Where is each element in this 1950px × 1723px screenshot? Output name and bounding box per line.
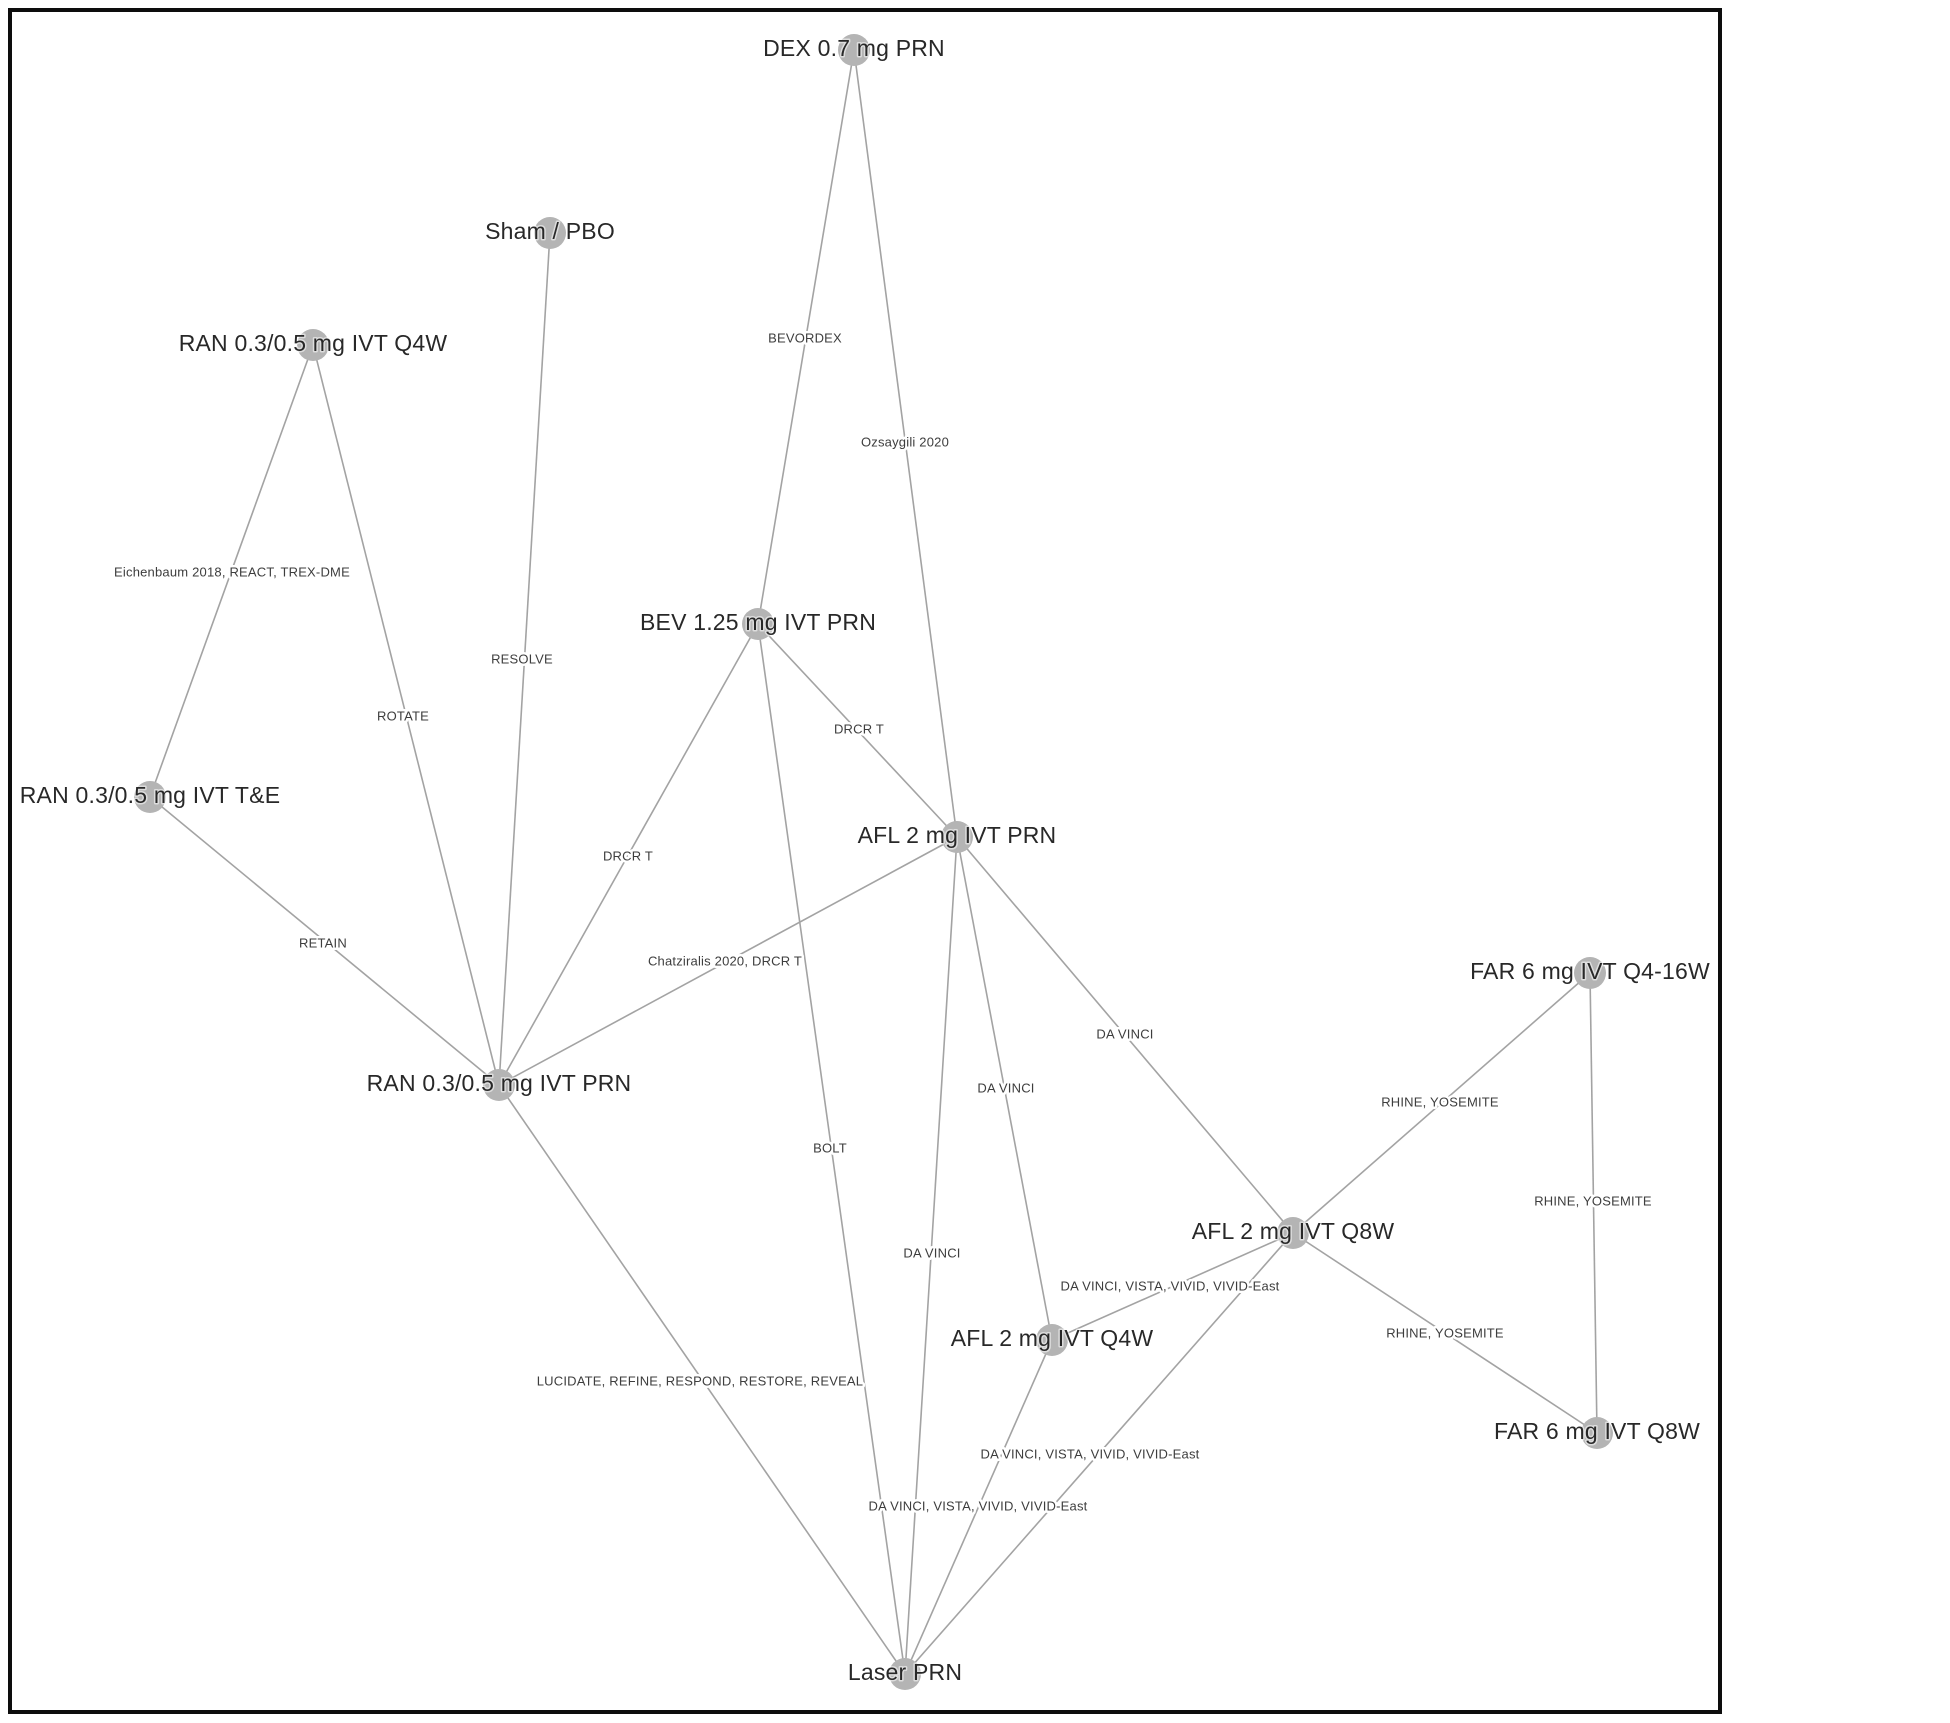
edge-dex-bev bbox=[757, 49, 855, 625]
edge-label-afl_prn-ran_prn: Chatziralis 2020, DRCR T bbox=[648, 953, 802, 968]
node-label-laser: Laser PRN bbox=[848, 1659, 962, 1685]
edge-afl_q8w-laser bbox=[904, 1232, 1294, 1675]
edge-label-bev-ran_prn: DRCR T bbox=[603, 848, 653, 863]
edge-label-dex-bev: BEVORDEX bbox=[768, 330, 842, 345]
edge-sham-ran_prn bbox=[498, 232, 551, 1086]
edge-afl_prn-ran_prn bbox=[498, 836, 958, 1086]
node-afl_prn bbox=[941, 821, 973, 853]
edge-label-afl_prn-afl_q8w: DA VINCI bbox=[1096, 1026, 1153, 1041]
edge-afl_q4w-afl_q8w bbox=[1051, 1232, 1294, 1341]
node-laser bbox=[889, 1658, 921, 1690]
edge-label-far_q416-afl_q8w: RHINE, YOSEMITE bbox=[1381, 1094, 1499, 1109]
edge-label-afl_prn-afl_q4w: DA VINCI bbox=[977, 1080, 1034, 1095]
node-label-far_q8w: FAR 6 mg IVT Q8W bbox=[1494, 1418, 1700, 1444]
node-afl_q8w bbox=[1277, 1217, 1309, 1249]
edge-label-afl_q4w-laser: DA VINCI, VISTA, VIVID, VIVID-East bbox=[869, 1498, 1088, 1513]
node-ran_q4w bbox=[297, 329, 329, 361]
edge-bev-ran_prn bbox=[498, 623, 759, 1086]
edge-dex-afl_prn bbox=[853, 49, 958, 838]
node-label-ran_te: RAN 0.3/0.5 mg IVT T&E bbox=[20, 782, 281, 808]
edge-label-bev-afl_prn: DRCR T bbox=[834, 721, 884, 736]
node-dex bbox=[838, 34, 870, 66]
edge-label-afl_q4w-afl_q8w: DA VINCI, VISTA, VIVID, VIVID-East bbox=[1061, 1278, 1280, 1293]
node-ran_te bbox=[134, 781, 166, 813]
edge-label-ran_prn-laser: LUCIDATE, REFINE, RESPOND, RESTORE, REVE… bbox=[537, 1373, 864, 1388]
edge-ran_q4w-ran_te bbox=[149, 344, 314, 798]
edge-label-ran_te-ran_prn: RETAIN bbox=[299, 935, 347, 950]
edge-label-afl_q8w-laser: DA VINCI, VISTA, VIVID, VIVID-East bbox=[981, 1446, 1200, 1461]
edge-label-afl_prn-laser: DA VINCI bbox=[903, 1245, 960, 1260]
edge-ran_te-ran_prn bbox=[149, 796, 500, 1086]
node-label-ran_prn: RAN 0.3/0.5 mg IVT PRN bbox=[367, 1070, 632, 1096]
node-sham bbox=[534, 217, 566, 249]
edge-label-dex-afl_prn: Ozsaygili 2020 bbox=[861, 434, 949, 449]
edge-bev-laser bbox=[757, 623, 906, 1675]
node-label-ran_q4w: RAN 0.3/0.5 mg IVT Q4W bbox=[179, 330, 448, 356]
node-label-afl_prn: AFL 2 mg IVT PRN bbox=[858, 822, 1057, 848]
edge-label-far_q416-far_q8w: RHINE, YOSEMITE bbox=[1534, 1193, 1652, 1208]
node-label-dex: DEX 0.7 mg PRN bbox=[763, 35, 945, 61]
node-label-afl_q4w: AFL 2 mg IVT Q4W bbox=[951, 1325, 1154, 1351]
edge-afl_prn-afl_q4w bbox=[956, 836, 1053, 1341]
edge-label-ran_q4w-ran_prn: ROTATE bbox=[377, 708, 429, 723]
node-afl_q4w bbox=[1036, 1324, 1068, 1356]
node-far_q8w bbox=[1581, 1417, 1613, 1449]
node-bev bbox=[742, 608, 774, 640]
edge-bev-afl_prn bbox=[757, 623, 958, 838]
edge-label-bev-laser: BOLT bbox=[813, 1140, 847, 1155]
edge-label-afl_q8w-far_q8w: RHINE, YOSEMITE bbox=[1386, 1325, 1504, 1340]
edge-far_q416-afl_q8w bbox=[1292, 972, 1591, 1234]
edge-ran_q4w-ran_prn bbox=[312, 344, 500, 1086]
edge-label-sham-ran_prn: RESOLVE bbox=[491, 651, 553, 666]
node-ran_prn bbox=[483, 1069, 515, 1101]
edge-label-ran_q4w-ran_te: Eichenbaum 2018, REACT, TREX-DME bbox=[114, 564, 350, 579]
edge-afl_q8w-far_q8w bbox=[1292, 1232, 1598, 1434]
figure-border bbox=[8, 8, 1722, 1714]
edge-far_q416-far_q8w bbox=[1589, 972, 1598, 1434]
edge-ran_prn-laser bbox=[498, 1084, 906, 1675]
node-far_q416 bbox=[1574, 957, 1606, 989]
edge-afl_prn-afl_q8w bbox=[956, 836, 1294, 1234]
edge-afl_prn-laser bbox=[904, 836, 958, 1675]
edge-afl_q4w-laser bbox=[904, 1339, 1053, 1675]
node-label-bev: BEV 1.25 mg IVT PRN bbox=[640, 609, 876, 635]
node-label-afl_q8w: AFL 2 mg IVT Q8W bbox=[1192, 1218, 1395, 1244]
node-label-far_q416: FAR 6 mg IVT Q4-16W bbox=[1470, 958, 1710, 984]
node-label-sham: Sham / PBO bbox=[485, 218, 615, 244]
